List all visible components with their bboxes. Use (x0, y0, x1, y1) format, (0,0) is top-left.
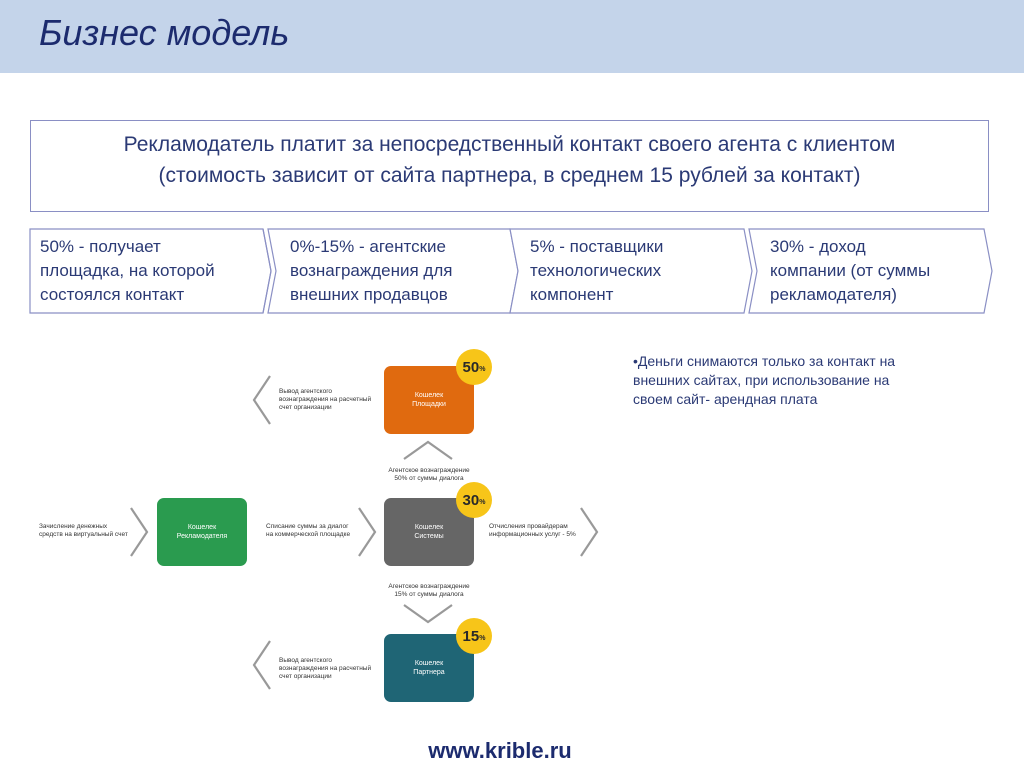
money-flow-diagram: Кошелек Площадки 50% Кошелек Рекламодате… (0, 330, 620, 710)
note-deposit: Зачисление денежных средств на виртуальн… (39, 523, 128, 538)
flow-arrows (130, 375, 599, 690)
statement-line-2: (стоимость зависит от сайта партнера, в … (158, 164, 861, 187)
deposit-arrow (130, 507, 149, 557)
note-withdraw-top: Вывод агентского вознаграждения на расче… (279, 388, 372, 411)
badge-15: 15% (456, 618, 492, 654)
footer-url-link[interactable]: www.krible.ru (428, 738, 572, 763)
chevron-1-text: 50% - получает площадка, на которой сост… (40, 237, 215, 304)
statement-line-1: Рекламодатель платит за непосредственный… (123, 133, 896, 156)
chevron-4 (748, 228, 993, 314)
revenue-split-chevrons: 50% - получает площадка, на которой сост… (0, 228, 1024, 314)
note-agent-50: Агентское вознаграждение 50% от суммы ди… (388, 467, 470, 482)
debit-arrow (358, 507, 377, 557)
withdraw-top-arrow (252, 375, 271, 425)
down-caret (403, 604, 453, 624)
note-agent-15: Агентское вознаграждение 15% от суммы ди… (388, 583, 470, 598)
note-provider: Отчисления провайдерам информационных ус… (489, 523, 576, 538)
main-statement-box: Рекламодатель платит за непосредственный… (30, 120, 989, 212)
chevron-4-text: 30% - доход компании (от суммы рекламода… (770, 237, 931, 304)
badge-30: 30% (456, 482, 492, 518)
chevron-2-text: 0%-15% - агентские вознаграждения для вн… (290, 237, 453, 304)
up-caret (403, 440, 453, 460)
note-debit: Списание суммы за диалог на коммерческой… (266, 523, 351, 538)
provider-arrow (580, 507, 599, 557)
bullet-note: •Деньги снимаются только за контакт на в… (633, 353, 896, 407)
chevron-3-text: 5% - поставщики технологических компонен… (530, 237, 664, 304)
page-title: Бизнес модель (39, 12, 290, 53)
note-withdraw-bottom: Вывод агентского вознаграждения на расче… (279, 657, 372, 680)
withdraw-bottom-arrow (252, 640, 271, 690)
header-bar: Бизнес модель (0, 0, 1024, 73)
wallet-advertiser: Кошелек Рекламодателя (157, 498, 247, 566)
chevron-3 (509, 228, 753, 314)
chevron-shapes (29, 228, 993, 314)
badge-50: 50% (456, 349, 492, 385)
